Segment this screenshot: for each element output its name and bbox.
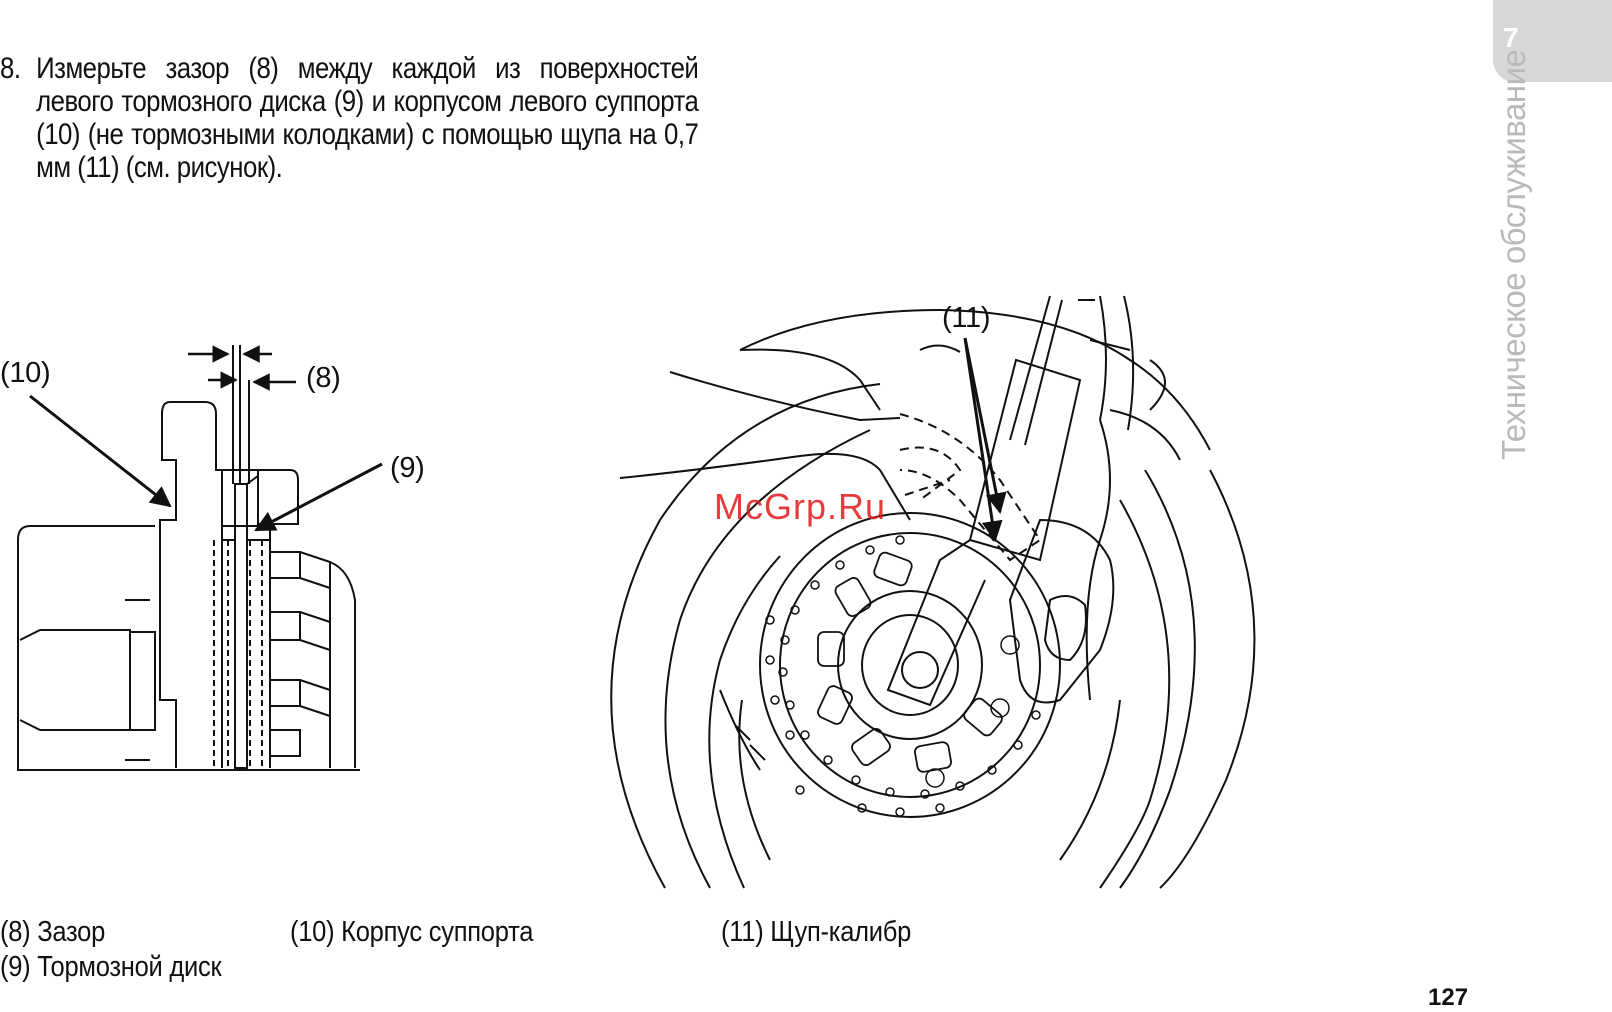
legend-gauge: (11) Щуп-калибр [721,916,912,948]
label-gap-callout: (8) [306,362,341,394]
chapter-tab [1493,0,1612,82]
front-wheel-drawing [610,295,1256,889]
label-disc-callout: (9) [390,452,425,484]
step-text: Измерьте зазор (8) между каждой из повер… [36,52,699,184]
label-gauge-callout: (11) [942,302,991,334]
disc-holes [765,535,1041,817]
legend-disc: (9) Тормозной диск [0,951,222,983]
gauge-leader-lines [963,337,1007,543]
legend-caliper: (10) Корпус суппорта [290,916,534,948]
instruction-step: 8. Измерьте зазор (8) между каждой из по… [0,52,699,184]
label-caliper-callout: (10) [0,357,51,389]
gap-dimension-arrows [188,345,296,391]
caliper-cross-section [17,345,360,771]
feeler-gauge-outline [899,413,1042,562]
page-number: 127 [1428,984,1469,1011]
watermark: McGrp.Ru [714,486,887,527]
leader-lines [29,394,383,532]
legend-gap: (8) Зазор [0,916,106,948]
step-number: 8. [0,52,21,85]
disc-cutouts [817,551,1003,773]
chapter-number: 7 [1503,22,1519,53]
